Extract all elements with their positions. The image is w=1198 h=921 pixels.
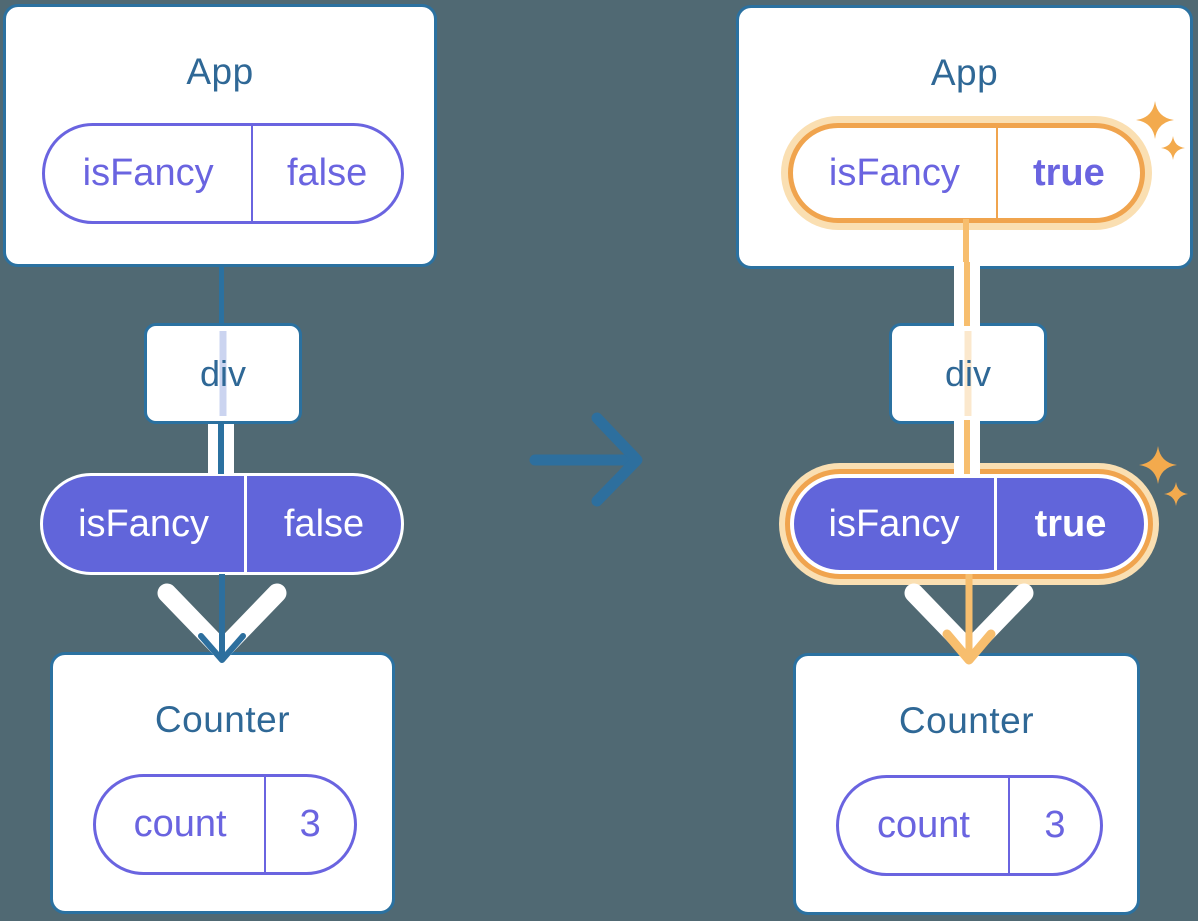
counter-state-pill: count 3 — [836, 775, 1103, 876]
right-arrow-head — [591, 412, 643, 507]
prop-value: false — [283, 502, 365, 545]
div-label: div — [199, 352, 247, 394]
prop-name: isFancy — [43, 476, 248, 572]
pipe-core — [218, 424, 224, 474]
pipe-core — [964, 262, 970, 326]
div-label: div — [944, 352, 992, 394]
prop-value: false — [286, 152, 368, 194]
state-value: 3 — [1044, 804, 1066, 846]
down-arrow-head-icon — [942, 629, 996, 665]
pipe-white-right — [970, 420, 980, 474]
prop-name: isFancy — [793, 128, 998, 218]
prop-name: isFancy — [45, 126, 254, 221]
prop-trace — [964, 331, 972, 416]
prop-trace — [219, 331, 227, 416]
prop-name: isFancy — [794, 478, 997, 570]
flow-arrow-before — [157, 574, 287, 663]
counter-title: Counter — [154, 699, 291, 740]
div-box-after: div — [889, 323, 1047, 424]
div-to-prop-pipe — [208, 424, 234, 474]
passed-prop-pill-highlighted: isFancy true — [790, 474, 1148, 574]
passed-prop-pill: isFancy false — [40, 473, 404, 575]
state-name: count — [839, 778, 1010, 873]
pipe-white-left — [954, 262, 964, 326]
sparkle-large — [1139, 446, 1177, 484]
pipe-white-right — [224, 424, 234, 474]
state-name: count — [96, 777, 267, 872]
app-title: App — [930, 52, 999, 93]
pipe-white-left — [954, 420, 964, 474]
down-arrow-head-icon — [198, 633, 246, 663]
app-to-div-connector — [219, 265, 224, 325]
div-to-prop-pipe — [954, 420, 980, 474]
pipe-white-left — [208, 424, 218, 474]
flow-arrow-after — [904, 574, 1034, 665]
app-card-before: App isFancy false — [3, 4, 437, 267]
sparkles-icon — [1136, 101, 1185, 160]
right-arrow-icon — [529, 412, 643, 507]
counter-title: Counter — [898, 700, 1035, 741]
sparkle-small — [1164, 482, 1188, 506]
app-prop-pill-highlighted: isFancy true — [788, 123, 1145, 223]
app-prop-pill: isFancy false — [42, 123, 404, 224]
pipe-white-right — [970, 262, 980, 326]
sparkles-icon — [1139, 446, 1188, 506]
counter-card-after: Counter count 3 — [793, 653, 1140, 915]
counter-state-pill: count 3 — [93, 774, 357, 875]
app-title: App — [186, 51, 254, 92]
prop-value: true — [1032, 151, 1105, 194]
sparkle-large — [1136, 101, 1174, 139]
prop-value: true — [1034, 502, 1107, 545]
counter-card-before: Counter count 3 — [50, 652, 395, 914]
prop-flow-stem — [963, 219, 969, 269]
div-box-before: div — [144, 323, 302, 424]
pipe-core — [964, 420, 970, 474]
state-value: 3 — [299, 803, 321, 845]
app-to-div-pipe — [954, 262, 980, 326]
sparkle-small — [1161, 136, 1185, 160]
